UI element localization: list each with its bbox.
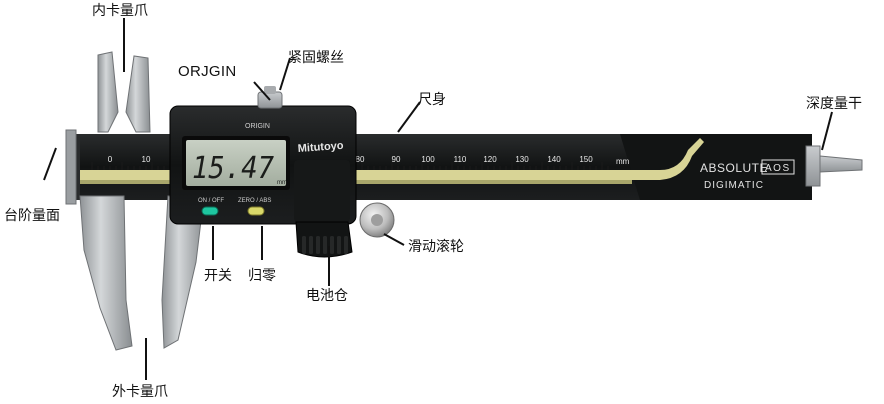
battery-ridge	[337, 236, 341, 254]
scale-numbers: 0 10 80 90 100 110 120 130 140 150	[108, 155, 593, 164]
label-main-beam: 尺身	[418, 92, 446, 108]
scale-number: 80	[356, 155, 365, 164]
label-power-switch: 开关	[204, 268, 232, 284]
inner-jaws	[97, 51, 151, 133]
battery-ridge	[323, 236, 327, 254]
scale-number: 110	[454, 155, 467, 164]
label-inner-jaw: 内卡量爪	[92, 3, 148, 19]
scale-number: 130	[515, 155, 529, 164]
scale-number: 150	[579, 155, 593, 164]
onoff-caption: ON / OFF	[198, 198, 224, 204]
label-depth-rod: 深度量干	[806, 96, 862, 112]
aos-box	[761, 159, 795, 175]
label-zero-set: 归零	[248, 268, 276, 284]
outer-jaws	[79, 195, 205, 351]
onoff-button[interactable]	[201, 206, 219, 216]
absolute-text: ABSOLUTE	[700, 161, 768, 175]
scale-number: 0	[108, 155, 113, 164]
label-origin-button: ORJGIN	[178, 63, 237, 80]
zero-button[interactable]	[247, 206, 265, 216]
scale-number: 100	[421, 155, 435, 164]
label-battery: 电池仓	[306, 288, 348, 304]
digimatic-text: DIGIMATIC	[704, 180, 764, 191]
scale-unit-text: mm	[616, 157, 630, 166]
zeroabs-caption: ZERO / ABS	[238, 198, 271, 204]
lcd-screen	[186, 140, 286, 186]
battery-ridge	[302, 236, 306, 254]
battery-ridge	[309, 236, 313, 254]
aos-text: AOS	[765, 163, 791, 174]
scale-number: 10	[142, 155, 151, 164]
depth-rod	[805, 145, 863, 187]
label-lock-screw: 紧固螺丝	[288, 50, 344, 66]
origin-text: ORIGIN	[245, 123, 270, 130]
leader-lines	[43, 18, 833, 380]
label-step-face: 台阶量面	[4, 208, 60, 224]
step-face	[65, 129, 77, 205]
brand-logo: Mitutoyo	[297, 140, 344, 155]
battery-ridge	[316, 236, 320, 254]
display-reading: 15.47	[192, 151, 274, 186]
scale-number: 90	[392, 155, 401, 164]
battery-cover	[302, 236, 348, 254]
scale-number: 140	[547, 155, 561, 164]
scale-number: 120	[483, 155, 497, 164]
battery-ridge	[330, 236, 334, 254]
display-unit: mm	[277, 180, 287, 186]
thumb-roller[interactable]	[359, 202, 395, 238]
battery-ridge	[344, 236, 348, 254]
label-thumb-roller: 滑动滚轮	[408, 239, 464, 255]
label-outer-jaw: 外卡量爪	[112, 384, 168, 400]
